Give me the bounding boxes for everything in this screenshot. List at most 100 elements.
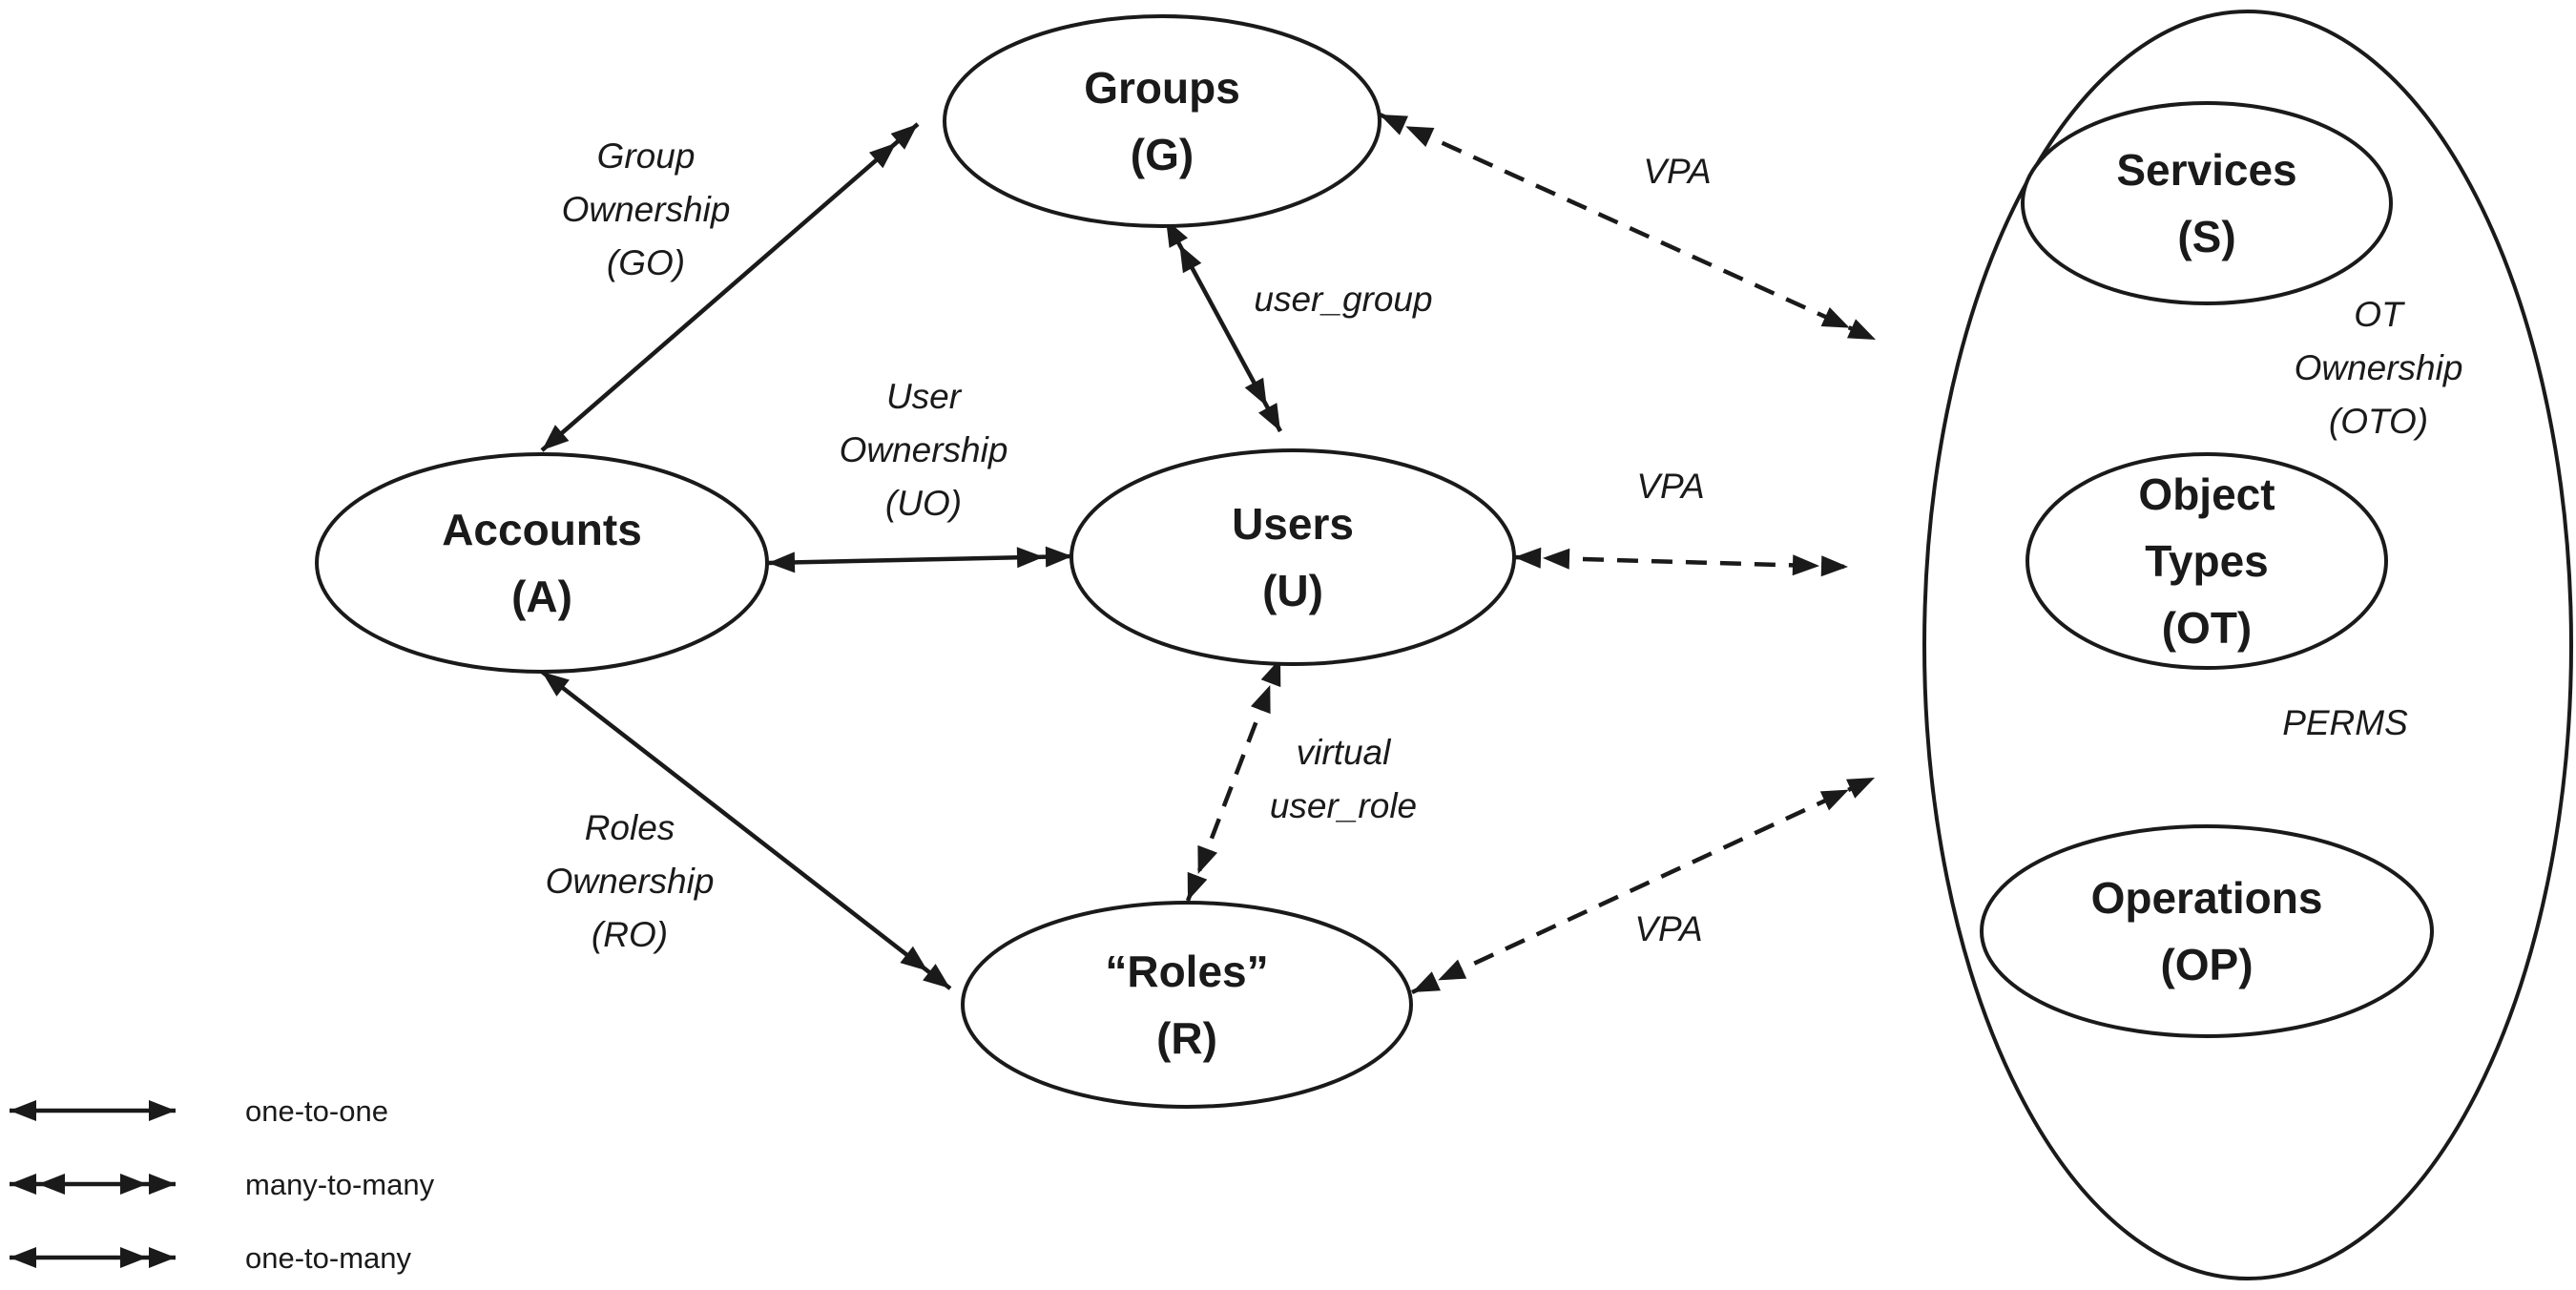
user-ownership-connector xyxy=(767,546,1073,573)
accounts-title-line: Accounts xyxy=(442,505,642,554)
roles-title: “Roles” (R) xyxy=(1105,947,1268,1063)
vpa-groups-label: VPA xyxy=(1643,152,1711,191)
operations-title-line: Operations xyxy=(2091,873,2323,923)
vpa-users-connector-line xyxy=(1513,554,1849,570)
accounts-title: Accounts (A) xyxy=(442,505,642,621)
vpa-roles-connector xyxy=(1411,775,1876,995)
ot-ownership-label-line: Ownership xyxy=(2295,348,2463,387)
legend-one-to-one-symbol-start-arrowhead xyxy=(10,1100,36,1121)
vpa-groups-connector-end-arrowhead xyxy=(1847,319,1876,340)
ot-ownership-label: OT Ownership (OTO) xyxy=(2295,295,2463,441)
ot-ownership-label-line: (OTO) xyxy=(2329,402,2428,441)
roles-ownership-connector-line xyxy=(540,670,952,990)
object-types-title-line: Object xyxy=(2138,469,2275,519)
group-ownership-connector-end-arrowhead xyxy=(890,124,918,150)
users-title-line: Users xyxy=(1232,499,1354,549)
legend-one-to-one-label: one-to-one xyxy=(245,1094,388,1128)
vpa-users-label-line: VPA xyxy=(1636,467,1704,506)
users-title: Users (U) xyxy=(1232,499,1354,615)
roles-ownership-label-line: (RO) xyxy=(592,915,668,954)
legend: one-to-one many-to-many one-to-many xyxy=(10,1094,435,1275)
group-ownership-connector xyxy=(540,122,920,452)
vpa-groups-connector xyxy=(1379,112,1877,343)
groups-node[interactable] xyxy=(943,14,1381,228)
object-types-node[interactable] xyxy=(2025,452,2388,670)
user-ownership-connector-end-arrowhead-2 xyxy=(1016,547,1044,569)
accounts-title-line: (A) xyxy=(511,572,572,621)
accounts-node[interactable] xyxy=(315,452,769,674)
user-ownership-label-line: (UO) xyxy=(885,484,962,523)
vpa-users-connector-end-arrowhead-2 xyxy=(1792,554,1819,576)
legend-many-to-many-label: many-to-many xyxy=(245,1168,435,1201)
vpa-roles-connector-end-arrowhead-2 xyxy=(1819,789,1849,811)
services-title-line: (S) xyxy=(2177,212,2235,261)
users-node[interactable] xyxy=(1070,448,1516,666)
legend-many-to-many-symbol-end-arrowhead xyxy=(149,1174,176,1195)
ot-ownership-label-line: OT xyxy=(2354,295,2405,334)
legend-one-to-many-symbol-start-arrowhead xyxy=(10,1247,36,1268)
group-ownership-label-line: Group xyxy=(597,136,696,176)
vpa-groups-connector-end-arrowhead-2 xyxy=(1820,307,1850,328)
vpa-groups-connector-start-arrowhead-2 xyxy=(1405,126,1435,147)
legend-one-to-one-symbol-end-arrowhead xyxy=(149,1100,176,1121)
vpa-users-connector-start-arrowhead xyxy=(1514,547,1542,569)
legend-many-to-many-symbol xyxy=(10,1174,176,1195)
user-group-connector-end-arrowhead-2 xyxy=(1244,377,1267,406)
object-types-title-line: (OT) xyxy=(2162,603,2253,653)
vpa-users-connector xyxy=(1513,547,1849,577)
group-ownership-connector-end-arrowhead-2 xyxy=(869,142,897,169)
vpa-users-connector-start-arrowhead-2 xyxy=(1543,548,1570,570)
roles-ownership-label-line: Ownership xyxy=(546,862,715,901)
roles-ownership-connector-start-arrowhead xyxy=(542,672,570,697)
legend-one-to-many-label: one-to-many xyxy=(245,1241,412,1275)
group-ownership-connector-line xyxy=(540,122,920,452)
object-types-title-line: Types xyxy=(2145,536,2269,586)
users-title-line: (U) xyxy=(1262,566,1323,615)
perms-label: PERMS xyxy=(2282,703,2408,742)
groups-title: Groups(G) xyxy=(1084,63,1240,179)
vpa-users-label: VPA xyxy=(1636,467,1704,506)
legend-many-to-many-symbol-end-arrowhead-2 xyxy=(120,1174,147,1195)
roles-ownership-connector xyxy=(540,670,952,990)
roles-ownership-connector-end-arrowhead xyxy=(923,964,950,988)
services-title-line: Services xyxy=(2116,145,2296,195)
user-group-connector-end-arrowhead xyxy=(1258,403,1280,431)
perms-label-line: PERMS xyxy=(2282,703,2408,742)
user-ownership-connector-start-arrowhead xyxy=(768,551,796,573)
legend-one-to-many-symbol-end-arrowhead xyxy=(149,1247,176,1268)
virtual-user-role-label-line: user_role xyxy=(1270,786,1417,825)
user-group-label-line: user_group xyxy=(1254,280,1432,319)
user-group-label: user_group xyxy=(1254,280,1432,319)
vpa-roles-connector-start-arrowhead xyxy=(1412,971,1441,992)
vpa-roles-label: VPA xyxy=(1634,909,1702,948)
user-group-connector-start-arrowhead-2 xyxy=(1179,244,1202,274)
group-ownership-label-line: Ownership xyxy=(562,190,731,229)
virtual-user-role-connector-end-arrowhead-2 xyxy=(1197,844,1217,874)
vpa-groups-connector-start-arrowhead xyxy=(1380,114,1408,135)
virtual-user-role-connector xyxy=(1185,657,1283,902)
operations-title: Operations (OP) xyxy=(2091,873,2323,989)
vpa-roles-connector-line xyxy=(1411,775,1876,995)
services-title: Services (S) xyxy=(2116,145,2296,261)
legend-many-to-many-symbol-start-arrowhead-2 xyxy=(38,1174,65,1195)
legend-one-to-many-symbol xyxy=(10,1247,176,1268)
group-ownership-label-line: (GO) xyxy=(607,243,685,282)
roles-node[interactable] xyxy=(961,901,1413,1109)
vpa-groups-label-line: VPA xyxy=(1643,152,1711,191)
legend-one-to-many-symbol-end-arrowhead-2 xyxy=(120,1247,147,1268)
roles-title-line: “Roles” xyxy=(1105,947,1268,996)
virtual-user-role-connector-end-arrowhead xyxy=(1187,871,1208,901)
operations-node[interactable] xyxy=(1980,824,2434,1038)
services-node[interactable] xyxy=(2021,101,2393,305)
nodes-layer xyxy=(315,10,2573,1280)
user-ownership-label-line: Ownership xyxy=(840,430,1008,469)
operations-title-line: (OP) xyxy=(2160,940,2253,989)
group-ownership-connector-start-arrowhead xyxy=(542,425,570,450)
virtual-user-role-label-line: virtual xyxy=(1297,733,1392,772)
roles-title-line: (R) xyxy=(1156,1013,1217,1063)
